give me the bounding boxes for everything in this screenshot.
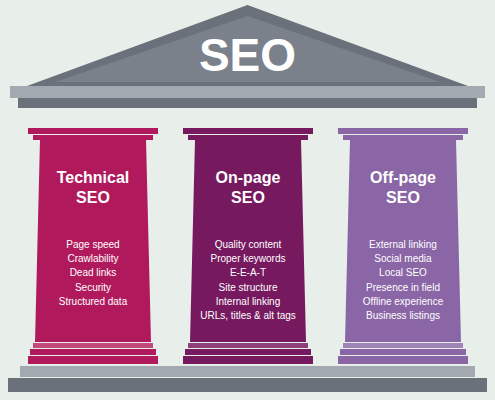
pillar-heading: On-page SEO xyxy=(199,168,297,208)
pillar-item: URLs, titles & alt tags xyxy=(193,309,303,323)
pillar-item: Local SEO xyxy=(348,266,458,280)
pillar-capital xyxy=(338,128,468,134)
entablature xyxy=(18,98,477,108)
pillar-capital xyxy=(33,135,153,140)
pillar-item: Structured data xyxy=(38,295,148,309)
roof: SEO xyxy=(0,0,495,112)
pillar-item: Internal linking xyxy=(193,295,303,309)
pillar-item: Site structure xyxy=(193,281,303,295)
pillar-item: E-E-A-T xyxy=(193,266,303,280)
pillar: Technical SEO Page speedCrawlabilityDead … xyxy=(28,128,158,366)
pillar-capital xyxy=(28,128,158,134)
pillar-shaft xyxy=(345,140,461,342)
pillar-content: On-page SEO Quality contentProper keyword… xyxy=(193,128,303,366)
pillar-base xyxy=(183,356,313,364)
pillar-item: Social media xyxy=(348,252,458,266)
pillar-shaft xyxy=(190,140,306,342)
pillar-base xyxy=(338,356,468,364)
pillar-capital xyxy=(183,128,313,134)
pillar-base xyxy=(33,343,153,348)
pillar-item: Security xyxy=(38,281,148,295)
pillar-item: External linking xyxy=(348,238,458,252)
pillar: Off-page SEO External linkingSocial media… xyxy=(338,128,468,366)
pillar-base xyxy=(185,349,311,355)
pillar-item: Dead links xyxy=(38,266,148,280)
pillar: On-page SEO Quality contentProper keyword… xyxy=(183,128,313,366)
pillar-item: Proper keywords xyxy=(193,252,303,266)
pillar-content: Technical SEO Page speedCrawlabilityDead … xyxy=(38,128,148,366)
base-step xyxy=(20,366,475,377)
pillar-list-box: External linkingSocial mediaLocal SEOPre… xyxy=(348,238,458,323)
pillar-item: Quality content xyxy=(193,238,303,252)
pillar-shaft xyxy=(35,140,151,342)
pillar-list-box: Quality contentProper keywordsE-E-A-TSit… xyxy=(193,238,303,323)
pillar-item: Offline experience xyxy=(348,295,458,309)
pillar-base xyxy=(188,343,308,348)
entablature xyxy=(10,86,485,98)
pillar-base xyxy=(30,349,156,355)
pillar-base xyxy=(343,343,463,348)
pillar-item: Crawlability xyxy=(38,252,148,266)
pillar-base xyxy=(28,356,158,364)
pillar-base xyxy=(340,349,466,355)
roof-title: SEO xyxy=(0,30,495,80)
pillar-list-box: Page speedCrawlabilityDead linksSecurity… xyxy=(38,238,148,309)
pillar-capital xyxy=(188,135,308,140)
base-step xyxy=(8,378,487,392)
pillar-heading: Technical SEO xyxy=(44,168,142,208)
pillar-item: Page speed xyxy=(38,238,148,252)
pillar-capital xyxy=(343,135,463,140)
pillar-heading: Off-page SEO xyxy=(354,168,452,208)
pillar-item: Business listings xyxy=(348,309,458,323)
pillar-item: Presence in field xyxy=(348,281,458,295)
pillar-content: Off-page SEO External linkingSocial media… xyxy=(348,128,458,366)
